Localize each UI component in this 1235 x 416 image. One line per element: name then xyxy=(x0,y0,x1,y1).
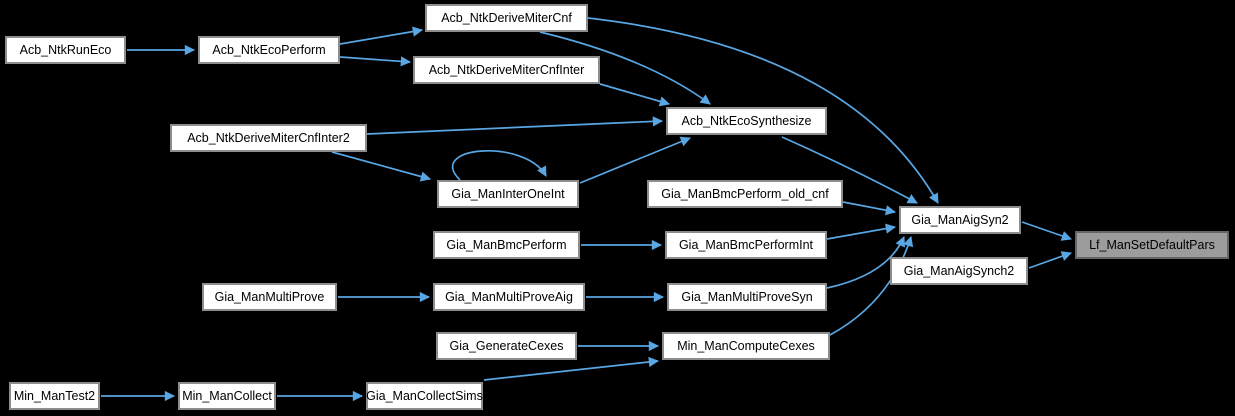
node-Gia_ManBmcPerformInt[interactable]: Gia_ManBmcPerformInt xyxy=(665,231,827,259)
edge-Acb_NtkDeriveMiterCnfInter2-to-Acb_NtkEcoSynthesize xyxy=(366,116,664,135)
node-Gia_ManBmcPerform_old_cnf[interactable]: Gia_ManBmcPerform_old_cnf xyxy=(647,180,843,208)
edge-Gia_ManCollectSims-to-Min_ManComputeCexes xyxy=(483,356,660,381)
node-Gia_ManAigSyn2[interactable]: Gia_ManAigSyn2 xyxy=(899,206,1021,234)
edge-Gia_ManAigSyn2-to-Lf_ManSetDefaultPars xyxy=(1021,221,1072,241)
node-Gia_ManInterOneInt[interactable]: Gia_ManInterOneInt xyxy=(437,180,579,208)
edge-Acb_NtkDeriveMiterCnf-to-Acb_NtkEcoSynthesize xyxy=(539,31,711,105)
edge-Acb_NtkDeriveMiterCnfInter2-to-Gia_ManInterOneInt xyxy=(331,151,431,182)
edge-Acb_NtkEcoPerform-to-Acb_NtkDeriveMiterCnf xyxy=(339,26,424,45)
edge-Gia_ManAigSynch2-to-Lf_ManSetDefaultPars xyxy=(1028,251,1072,269)
edge-Min_ManComputeCexes-to-Gia_ManAigSyn2 xyxy=(829,236,914,336)
node-Acb_NtkEcoPerform[interactable]: Acb_NtkEcoPerform xyxy=(198,36,340,64)
node-Gia_ManMultiProveAig[interactable]: Gia_ManMultiProveAig xyxy=(433,283,585,311)
edge-Acb_NtkDeriveMiterCnf-to-Gia_ManAigSyn2 xyxy=(587,17,939,204)
node-Gia_ManCollectSims[interactable]: Gia_ManCollectSims xyxy=(366,382,483,410)
node-Gia_ManAigSynch2[interactable]: Gia_ManAigSynch2 xyxy=(890,257,1028,285)
node-Gia_ManMultiProveSyn[interactable]: Gia_ManMultiProveSyn xyxy=(667,283,827,311)
node-Gia_ManBmcPerform[interactable]: Gia_ManBmcPerform xyxy=(433,231,580,259)
node-Min_ManComputeCexes[interactable]: Min_ManComputeCexes xyxy=(662,332,830,360)
edge-Gia_ManMultiProveSyn-to-Gia_ManAigSyn2 xyxy=(826,236,905,289)
node-Min_ManCollect[interactable]: Min_ManCollect xyxy=(178,382,276,410)
edge-Acb_NtkEcoSynthesize-to-Gia_ManAigSyn2 xyxy=(781,136,918,204)
node-Acb_NtkEcoSynthesize[interactable]: Acb_NtkEcoSynthesize xyxy=(666,107,827,135)
edge-Gia_ManBmcPerform_old_cnf-to-Gia_ManAigSyn2 xyxy=(842,201,897,216)
node-Acb_NtkDeriveMiterCnfInter2[interactable]: Acb_NtkDeriveMiterCnfInter2 xyxy=(170,124,367,152)
edge-Acb_NtkDeriveMiterCnfInter-to-Acb_NtkEcoSynthesize xyxy=(599,83,670,107)
edge-Gia_ManInterOneInt-to-Acb_NtkEcoSynthesize xyxy=(579,136,691,184)
node-Acb_NtkDeriveMiterCnf[interactable]: Acb_NtkDeriveMiterCnf xyxy=(425,4,588,32)
node-Gia_GenerateCexes[interactable]: Gia_GenerateCexes xyxy=(436,332,577,360)
node-Acb_NtkRunEco[interactable]: Acb_NtkRunEco xyxy=(5,36,126,64)
edge-Acb_NtkEcoPerform-to-Acb_NtkDeriveMiterCnfInter xyxy=(339,56,412,67)
edge-Gia_ManInterOneInt-to-Gia_ManInterOneInt xyxy=(451,150,547,181)
node-Acb_NtkDeriveMiterCnfInter[interactable]: Acb_NtkDeriveMiterCnfInter xyxy=(413,56,600,84)
edge-Gia_ManBmcPerformInt-to-Gia_ManAigSyn2 xyxy=(826,223,897,240)
node-Min_ManTest2[interactable]: Min_ManTest2 xyxy=(9,382,100,410)
node-Lf_ManSetDefaultPars: Lf_ManSetDefaultPars xyxy=(1075,231,1229,259)
node-Gia_ManMultiProve[interactable]: Gia_ManMultiProve xyxy=(202,283,337,311)
